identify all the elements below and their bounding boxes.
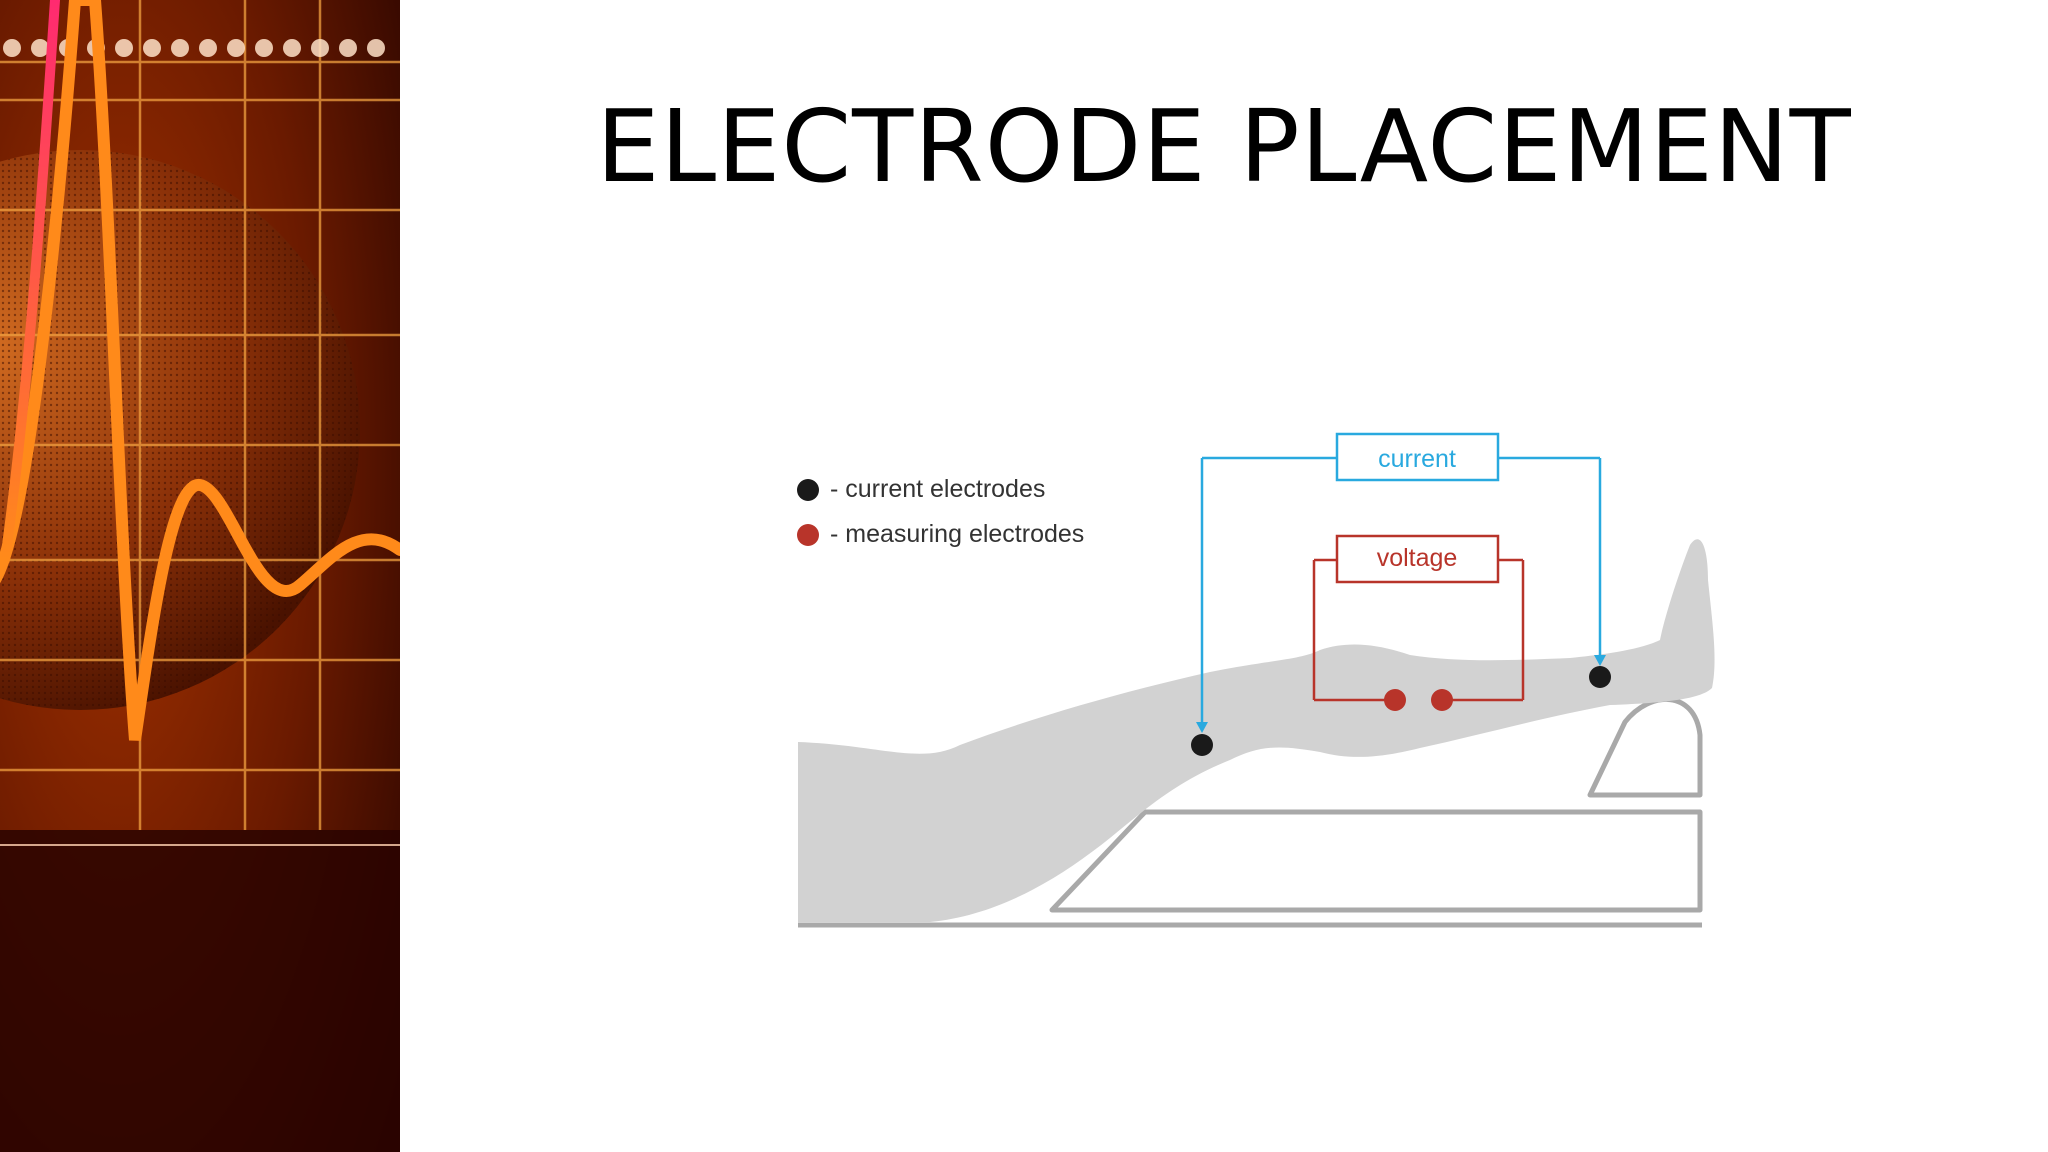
measuring-electrode-legend-dot	[797, 524, 819, 546]
current-electrode-ankle	[1589, 666, 1611, 688]
measuring-electrode-1	[1384, 689, 1406, 711]
leg-silhouette	[798, 539, 1715, 922]
current-label: current	[1378, 445, 1456, 473]
legend-measuring-label: - measuring electrodes	[830, 520, 1084, 548]
ecg-wave	[0, 0, 400, 741]
grid-lines	[0, 0, 400, 830]
slide-title: ELECTRODE PLACEMENT	[596, 88, 1852, 205]
voltage-label: voltage	[1377, 544, 1458, 572]
bead-row	[3, 39, 385, 57]
current-electrode-legend-dot	[797, 479, 819, 501]
measuring-electrode-2	[1431, 689, 1453, 711]
current-circuit	[1196, 432, 1606, 733]
legend: - current electrodes - measuring electro…	[797, 475, 1084, 548]
knee-wedge-support	[1049, 809, 1703, 913]
ankle-support	[1587, 697, 1703, 798]
lower-dark-band	[0, 830, 400, 1152]
current-label-box	[1335, 432, 1500, 482]
ecg-spike	[0, 0, 60, 565]
legend-current-label: - current electrodes	[830, 475, 1045, 503]
ecg-banner-image	[0, 0, 400, 1152]
current-electrode-thigh	[1191, 734, 1213, 756]
voltage-label-box	[1335, 534, 1500, 584]
voltage-circuit	[1312, 534, 1525, 702]
